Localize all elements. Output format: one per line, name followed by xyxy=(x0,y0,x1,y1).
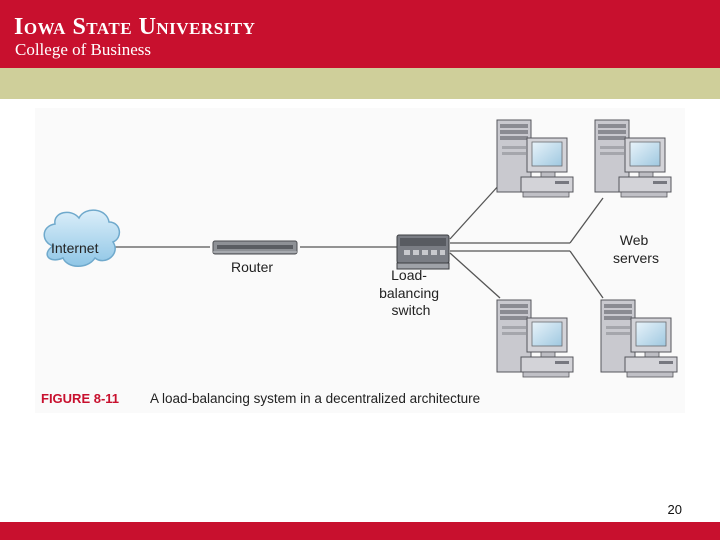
servers-label-line-2: servers xyxy=(613,250,659,266)
cloud-icon xyxy=(43,209,121,267)
connection-lines xyxy=(115,183,604,299)
server-icon xyxy=(594,119,672,198)
switch-label: Load- balancing switch xyxy=(379,267,443,318)
header-bar: Iowa State University College of Busines… xyxy=(0,0,720,68)
university-name: Iowa State University xyxy=(14,14,256,40)
server-icon xyxy=(600,299,678,378)
switch-label-line-2: balancing xyxy=(379,285,439,301)
router-icon xyxy=(212,240,298,255)
figure-caption-id: FIGURE 8-11 xyxy=(41,391,119,406)
router-label: Router xyxy=(231,259,273,275)
footer-bar xyxy=(0,522,720,540)
figure-caption-text: A load-balancing system in a decentraliz… xyxy=(150,391,480,406)
servers-label: Web servers xyxy=(613,232,659,266)
switch-label-line-1: Load- xyxy=(391,267,427,283)
internet-label: Internet xyxy=(51,240,99,256)
server-icon xyxy=(496,299,574,378)
accent-band xyxy=(0,68,720,99)
switch-label-line-3: switch xyxy=(392,302,431,318)
switch-icon xyxy=(396,234,450,270)
network-diagram: Internet Router Load- balancing switch xyxy=(41,119,678,406)
page-number: 20 xyxy=(667,502,682,517)
college-name: College of Business xyxy=(15,40,151,59)
servers-label-line-1: Web xyxy=(620,232,649,248)
figure-panel: Internet Router Load- balancing switch xyxy=(35,108,685,413)
server-icon xyxy=(496,119,574,198)
